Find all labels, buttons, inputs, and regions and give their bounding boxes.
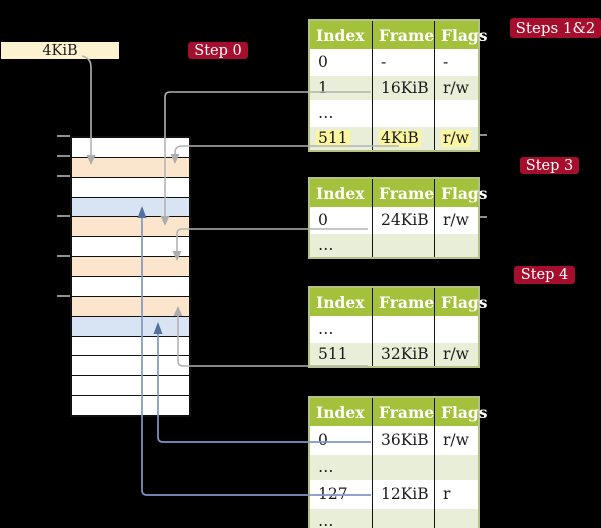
cell-flags: r/w: [443, 78, 469, 97]
cell-index: …: [318, 103, 334, 122]
header-index: Index: [316, 25, 365, 45]
header-frame: Frame: [379, 25, 435, 45]
table-header-row: Index Frame Flags: [310, 288, 488, 316]
badge-step-3-label: Step 3: [525, 157, 574, 174]
cell-index: 127: [318, 485, 348, 504]
memory-tick: [57, 215, 70, 217]
header-flags: Flags: [441, 292, 488, 312]
page-table-step-4-upper: Index Frame Flags … 511 32KiB r/w: [308, 286, 488, 368]
table-row: …: [310, 507, 478, 528]
cell-flags: r/w: [443, 345, 469, 364]
table-row: 0 36KiB r/w: [310, 426, 478, 453]
cell-index: …: [318, 236, 334, 255]
column-divider: [371, 179, 374, 257]
memory-row: [72, 316, 189, 337]
memory-row: [72, 336, 189, 357]
cell-flags: r/w: [441, 129, 471, 148]
cell-flags: -: [443, 53, 449, 72]
memory-tick: [57, 155, 70, 157]
cell-index: 0: [318, 53, 328, 72]
column-divider: [371, 288, 374, 366]
header-frame: Frame: [379, 402, 435, 422]
page-table-steps-1-2: Index Frame Flags 0 - - 1 16KiB r/w … 51…: [308, 19, 488, 152]
column-divider: [433, 21, 436, 150]
table-row: 1 16KiB r/w: [310, 74, 478, 100]
page-size-box: 4KiB: [1, 42, 119, 59]
memory-row: [72, 296, 189, 317]
cell-frame: 36KiB: [381, 431, 429, 450]
table-row: …: [310, 453, 478, 480]
memory-tick: [57, 135, 70, 137]
memory-row: [72, 277, 189, 297]
physical-memory-column: [70, 136, 191, 417]
table-row: …: [310, 99, 478, 125]
cell-index: 0: [318, 431, 328, 450]
cell-frame: -: [381, 53, 387, 72]
header-flags: Flags: [441, 402, 488, 422]
cell-flags: r: [443, 485, 451, 504]
column-divider: [433, 179, 436, 257]
column-divider: [371, 21, 374, 150]
cell-frame: 12KiB: [381, 485, 429, 504]
memory-row: [72, 237, 189, 258]
cell-frame: 24KiB: [381, 211, 429, 230]
cell-frame: 16KiB: [381, 78, 429, 97]
memory-row: [72, 217, 189, 238]
header-index: Index: [316, 402, 365, 422]
column-divider: [371, 398, 374, 528]
cell-index: …: [318, 512, 334, 528]
header-frame: Frame: [379, 292, 435, 312]
header-flags: Flags: [441, 183, 488, 203]
header-index: Index: [316, 183, 365, 203]
cell-index: 511: [316, 129, 350, 148]
table-row: 0 - -: [310, 49, 478, 75]
cell-frame: 32KiB: [381, 345, 429, 364]
page-table-step-4-lower: Index Frame Flags 0 36KiB r/w … 127 12Ki…: [308, 396, 488, 528]
page-table-step-3: Index Frame Flags 0 24KiB r/w …: [308, 177, 488, 259]
table-row-highlighted: 511 4KiB r/w: [310, 124, 478, 150]
badge-steps-1-2: Steps 1&2: [510, 18, 601, 38]
cell-flags: r/w: [443, 211, 469, 230]
badge-step-0-label: Step 0: [194, 42, 242, 59]
memory-tick: [57, 295, 70, 297]
memory-row: [72, 157, 189, 178]
table-header-row: Index Frame Flags: [310, 179, 488, 207]
table-header-row: Index Frame Flags: [310, 21, 488, 49]
table-row: 0 24KiB r/w: [310, 207, 478, 232]
header-flags: Flags: [441, 25, 488, 45]
cell-index: …: [318, 458, 334, 477]
memory-row: [72, 396, 189, 416]
table-row: …: [310, 316, 478, 341]
badge-step-4-label: Step 4: [520, 267, 569, 283]
badge-step-0: Step 0: [188, 42, 248, 59]
badge-steps-1-2-label: Steps 1&2: [515, 19, 596, 37]
table-row: 127 12KiB r: [310, 480, 478, 507]
table-row: …: [310, 232, 478, 257]
page-size-label: 4KiB: [42, 42, 78, 59]
memory-row: [72, 138, 189, 158]
column-divider: [433, 288, 436, 366]
memory-tick: [57, 175, 70, 177]
cell-flags: r/w: [443, 431, 469, 450]
cell-index: 1: [318, 78, 328, 97]
column-divider: [433, 398, 436, 528]
memory-row: [72, 177, 189, 198]
memory-tick: [57, 255, 70, 257]
cell-index: 0: [318, 211, 328, 230]
badge-step-3: Step 3: [520, 157, 579, 174]
memory-row: [72, 197, 189, 218]
memory-row: [72, 376, 189, 397]
table-header-row: Index Frame Flags: [310, 398, 488, 426]
memory-row: [72, 356, 189, 377]
table-row: 511 32KiB r/w: [310, 341, 478, 366]
cell-index: …: [318, 320, 334, 339]
cell-index: 511: [318, 345, 348, 364]
header-frame: Frame: [379, 183, 435, 203]
header-index: Index: [316, 292, 365, 312]
badge-step-4: Step 4: [514, 266, 575, 284]
cell-frame: 4KiB: [379, 129, 421, 148]
memory-row: [72, 257, 189, 278]
